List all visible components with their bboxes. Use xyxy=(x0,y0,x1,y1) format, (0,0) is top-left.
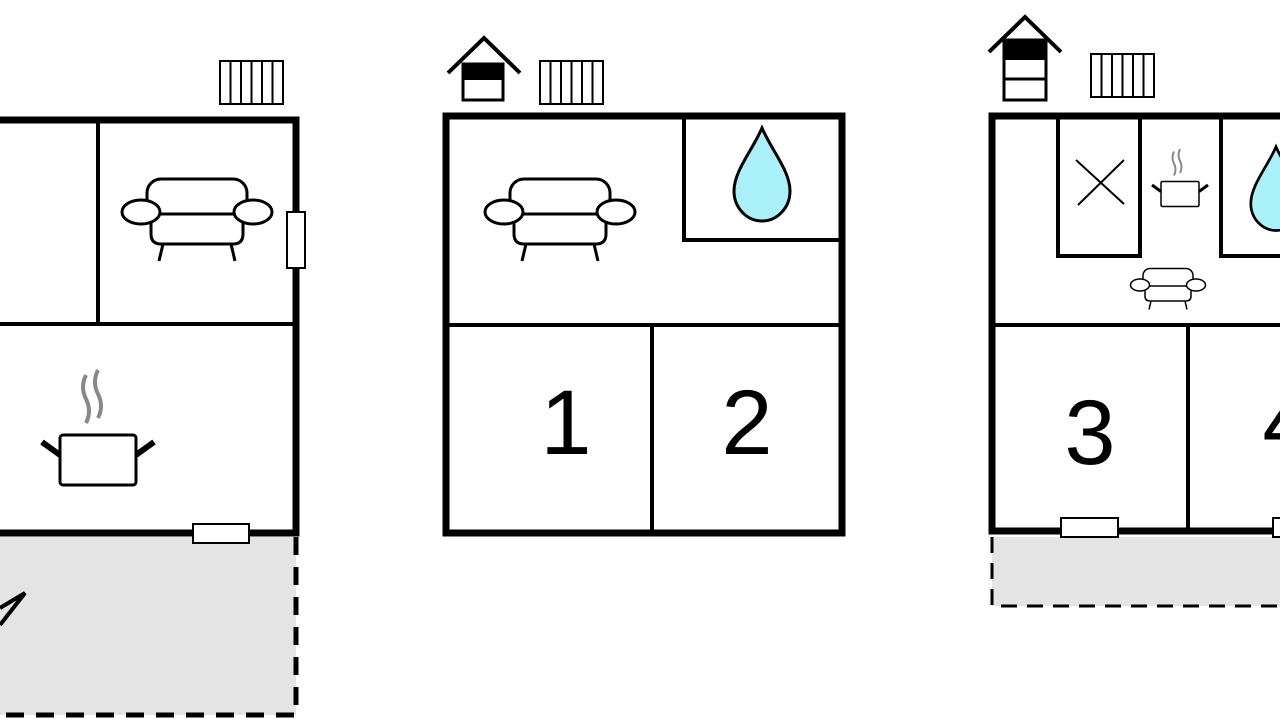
closet xyxy=(1056,114,1142,258)
plan-left xyxy=(0,60,306,718)
bathroom-wall xyxy=(1219,116,1280,258)
room-number: 2 xyxy=(721,372,772,474)
plan-right: 3 4 xyxy=(987,14,1280,608)
bathroom-wall xyxy=(682,116,842,242)
terrace-border xyxy=(990,537,1280,608)
water-drop-icon xyxy=(1249,145,1280,232)
cooking-pot-icon xyxy=(42,370,154,485)
room-number: 1 xyxy=(540,372,591,474)
window xyxy=(1060,517,1119,538)
bed-x-icon xyxy=(1075,159,1125,206)
sauna-house-icon xyxy=(446,35,522,102)
radiator-icon xyxy=(539,60,604,105)
room-number: 4 xyxy=(1262,372,1280,474)
window xyxy=(1272,517,1280,538)
room-number: 3 xyxy=(1064,382,1115,484)
door xyxy=(286,211,306,269)
window xyxy=(192,523,250,544)
sofa-icon xyxy=(1129,267,1207,311)
terrace xyxy=(992,537,1280,606)
compass-arrow-icon xyxy=(0,591,27,627)
sauna-house-icon xyxy=(987,14,1063,102)
radiator-icon xyxy=(1090,53,1155,98)
sofa-icon xyxy=(120,177,274,263)
sofa-icon xyxy=(483,177,637,263)
plan-middle: 1 2 xyxy=(442,35,846,537)
water-drop-icon xyxy=(732,126,792,223)
cooking-pot-icon xyxy=(1150,147,1210,208)
terrace-border xyxy=(0,537,299,718)
radiator-icon xyxy=(219,60,284,105)
terrace xyxy=(0,537,296,715)
outer-wall xyxy=(0,116,300,537)
